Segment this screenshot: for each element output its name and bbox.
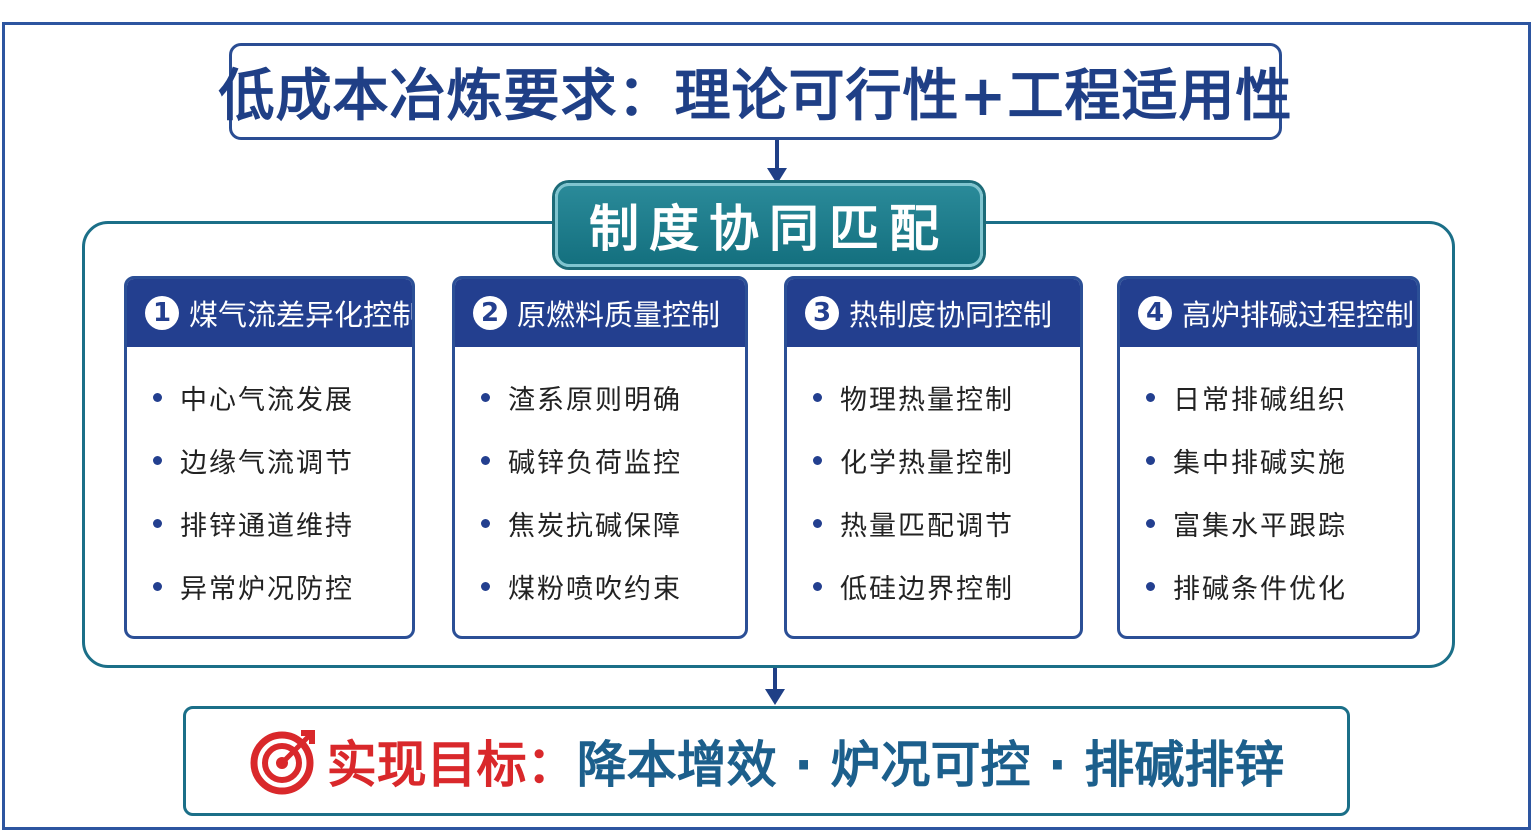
list-item-text: 渣系原则明确	[508, 385, 682, 416]
bullet-icon	[1146, 582, 1155, 591]
bullet-icon	[153, 582, 162, 591]
bullet-icon	[1146, 456, 1155, 465]
bullet-icon	[813, 393, 822, 402]
list-item-text: 日常排碱组织	[1173, 385, 1347, 416]
card-raw-fuel-quality: 2 原燃料质量控制 渣系原则明确 碱锌负荷监控 焦炭抗碱保障 煤粉喷吹约束	[452, 276, 748, 639]
card-title: 高炉排碱过程控制	[1182, 298, 1415, 332]
card-list: 物理热量控制 化学热量控制 热量匹配调节 低硅边界控制	[787, 347, 1080, 618]
list-item: 中心气流发展	[153, 366, 412, 429]
list-item: 物理热量控制	[813, 366, 1080, 429]
list-item-text: 中心气流发展	[180, 385, 354, 416]
list-item-text: 集中排碱实施	[1173, 448, 1347, 479]
list-item-text: 物理热量控制	[840, 385, 1014, 416]
coordination-title-box: 制度协同匹配	[555, 183, 983, 267]
card-thermal-system: 3 热制度协同控制 物理热量控制 化学热量控制 热量匹配调节 低硅边界控制	[784, 276, 1083, 639]
top-requirement-box: 低成本冶炼要求：理论可行性+工程适用性	[219, 43, 1291, 140]
bullet-icon	[153, 456, 162, 465]
bullet-icon	[153, 519, 162, 528]
list-item: 热量匹配调节	[813, 492, 1080, 555]
bullet-icon	[1146, 393, 1155, 402]
card-header: 2 原燃料质量控制	[455, 279, 745, 347]
list-item-text: 异常炉况防控	[180, 574, 354, 605]
list-item: 富集水平跟踪	[1146, 492, 1417, 555]
number-badge: 3	[805, 296, 839, 330]
goal-label: 实现目标：	[326, 736, 577, 794]
list-item: 集中排碱实施	[1146, 429, 1417, 492]
list-item-text: 排锌通道维持	[180, 511, 354, 542]
card-header: 1 煤气流差异化控制	[127, 279, 412, 347]
list-item: 边缘气流调节	[153, 429, 412, 492]
list-item-text: 焦炭抗碱保障	[508, 511, 682, 542]
target-icon	[250, 730, 315, 795]
card-header: 3 热制度协同控制	[787, 279, 1080, 347]
list-item: 排锌通道维持	[153, 492, 412, 555]
bullet-icon	[481, 456, 490, 465]
list-item-text: 碱锌负荷监控	[508, 448, 682, 479]
number-badge: 4	[1138, 296, 1172, 330]
list-item: 渣系原则明确	[481, 366, 745, 429]
arrow-top-head	[767, 168, 787, 184]
arrow-bottom-line	[773, 668, 777, 690]
goal-text: 降本增效 · 炉况可控 · 排碱排锌	[576, 736, 1285, 794]
list-item-text: 化学热量控制	[840, 448, 1014, 479]
card-gas-flow-control: 1 煤气流差异化控制 中心气流发展 边缘气流调节 排锌通道维持 异常炉况防控	[124, 276, 415, 639]
card-list: 渣系原则明确 碱锌负荷监控 焦炭抗碱保障 煤粉喷吹约束	[455, 347, 745, 618]
list-item: 碱锌负荷监控	[481, 429, 745, 492]
bullet-icon	[481, 393, 490, 402]
list-item-text: 低硅边界控制	[840, 574, 1014, 605]
bullet-icon	[153, 393, 162, 402]
number-badge: 2	[473, 296, 507, 330]
list-item: 焦炭抗碱保障	[481, 492, 745, 555]
card-list: 日常排碱组织 集中排碱实施 富集水平跟踪 排碱条件优化	[1120, 347, 1417, 618]
card-title: 原燃料质量控制	[517, 298, 721, 332]
top-requirement-text: 低成本冶炼要求：理论可行性+工程适用性	[218, 64, 1293, 129]
list-item-text: 煤粉喷吹约束	[508, 574, 682, 605]
number-badge: 1	[145, 296, 179, 330]
list-item: 异常炉况防控	[153, 555, 412, 618]
list-item-text: 排碱条件优化	[1173, 574, 1347, 605]
arrow-top-line	[775, 140, 779, 170]
list-item: 日常排碱组织	[1146, 366, 1417, 429]
goal-box: 实现目标： 降本增效 · 炉况可控 · 排碱排锌	[183, 706, 1350, 816]
bullet-icon	[481, 582, 490, 591]
list-item: 煤粉喷吹约束	[481, 555, 745, 618]
bullet-icon	[481, 519, 490, 528]
card-title: 煤气流差异化控制	[189, 298, 415, 332]
arrow-bottom-head	[765, 689, 785, 705]
card-title: 热制度协同控制	[849, 298, 1053, 332]
bullet-icon	[813, 582, 822, 591]
diagram-frame	[2, 22, 1531, 830]
card-header: 4 高炉排碱过程控制	[1120, 279, 1417, 347]
list-item-text: 热量匹配调节	[840, 511, 1014, 542]
card-list: 中心气流发展 边缘气流调节 排锌通道维持 异常炉况防控	[127, 347, 412, 618]
list-item: 排碱条件优化	[1146, 555, 1417, 618]
bullet-icon	[813, 519, 822, 528]
card-alkali-discharge: 4 高炉排碱过程控制 日常排碱组织 集中排碱实施 富集水平跟踪 排碱条件优化	[1117, 276, 1420, 639]
list-item: 化学热量控制	[813, 429, 1080, 492]
bullet-icon	[1146, 519, 1155, 528]
bullet-icon	[813, 456, 822, 465]
coordination-title: 制度协同匹配	[589, 200, 949, 258]
list-item-text: 边缘气流调节	[180, 448, 354, 479]
list-item: 低硅边界控制	[813, 555, 1080, 618]
list-item-text: 富集水平跟踪	[1173, 511, 1347, 542]
